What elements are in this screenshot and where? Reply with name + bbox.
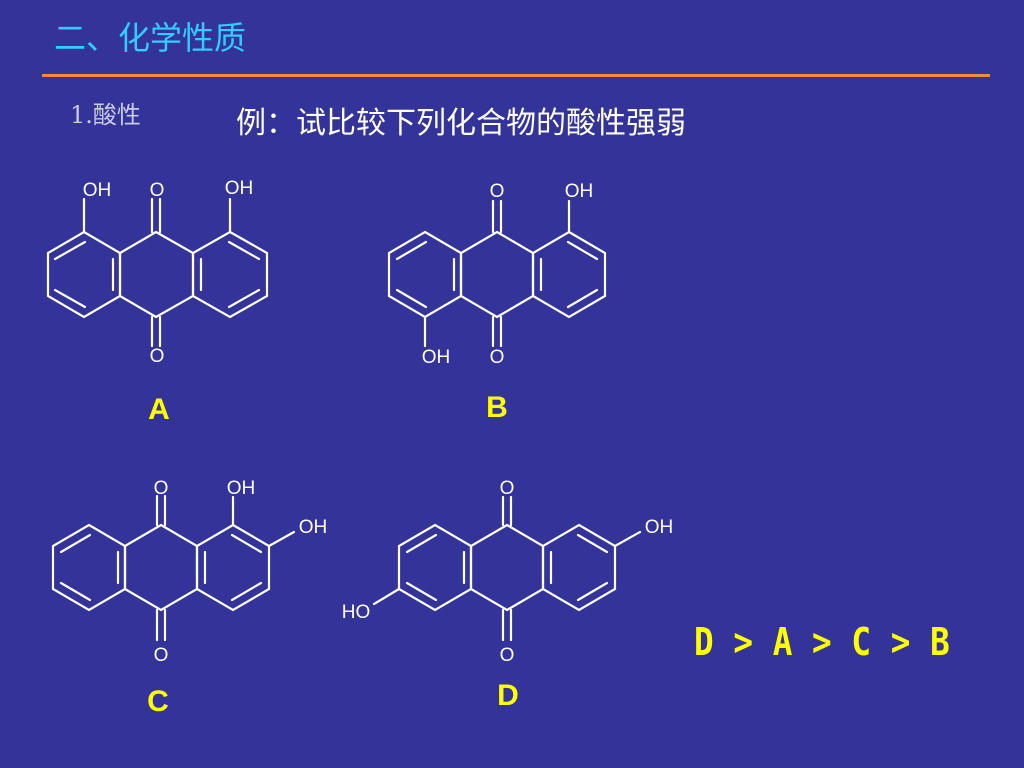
molecule-d: O OH HO O D [342,478,674,712]
molecule-b-substituent: OH [565,181,594,202]
molecule-a-substituent: O [150,346,165,367]
molecule-b-substituent: O [490,347,505,368]
molecule-d-label: D [497,679,519,712]
molecule-a-substituent: O [150,180,165,201]
molecule-d-substituent: O [500,645,515,666]
acidity-order-answer: D > A > C > B [694,620,950,664]
molecule-c-substituent: O [154,645,169,666]
molecule-c-substituent: OH [227,478,256,499]
molecule-c-substituent: O [154,478,169,499]
molecule-c-label: C [147,685,169,718]
molecule-b-substituent: OH [422,347,451,368]
molecule-b-substituent: O [490,181,505,202]
molecule-a-substituent: OH [83,180,112,201]
molecule-d-substituent: HO [342,602,371,623]
molecule-c-substituent: OH [299,517,328,538]
molecule-a-substituent: OH [225,178,254,199]
molecule-a-label: A [148,393,170,426]
molecule-c: O OH OH O C [51,478,328,718]
molecule-b-label: B [486,391,508,424]
molecule-a: OH O OH O A [46,178,269,426]
slide-title: 二、化学性质 [54,19,247,57]
molecule-d-substituent: OH [645,517,674,538]
molecule-b: O OH OH O B [387,181,607,424]
molecule-d-substituent: O [500,478,515,499]
section-heading: 1.酸性 [70,101,141,129]
title-divider [42,74,990,77]
question-text: 例：试比较下列化合物的酸性强弱 [236,106,686,141]
